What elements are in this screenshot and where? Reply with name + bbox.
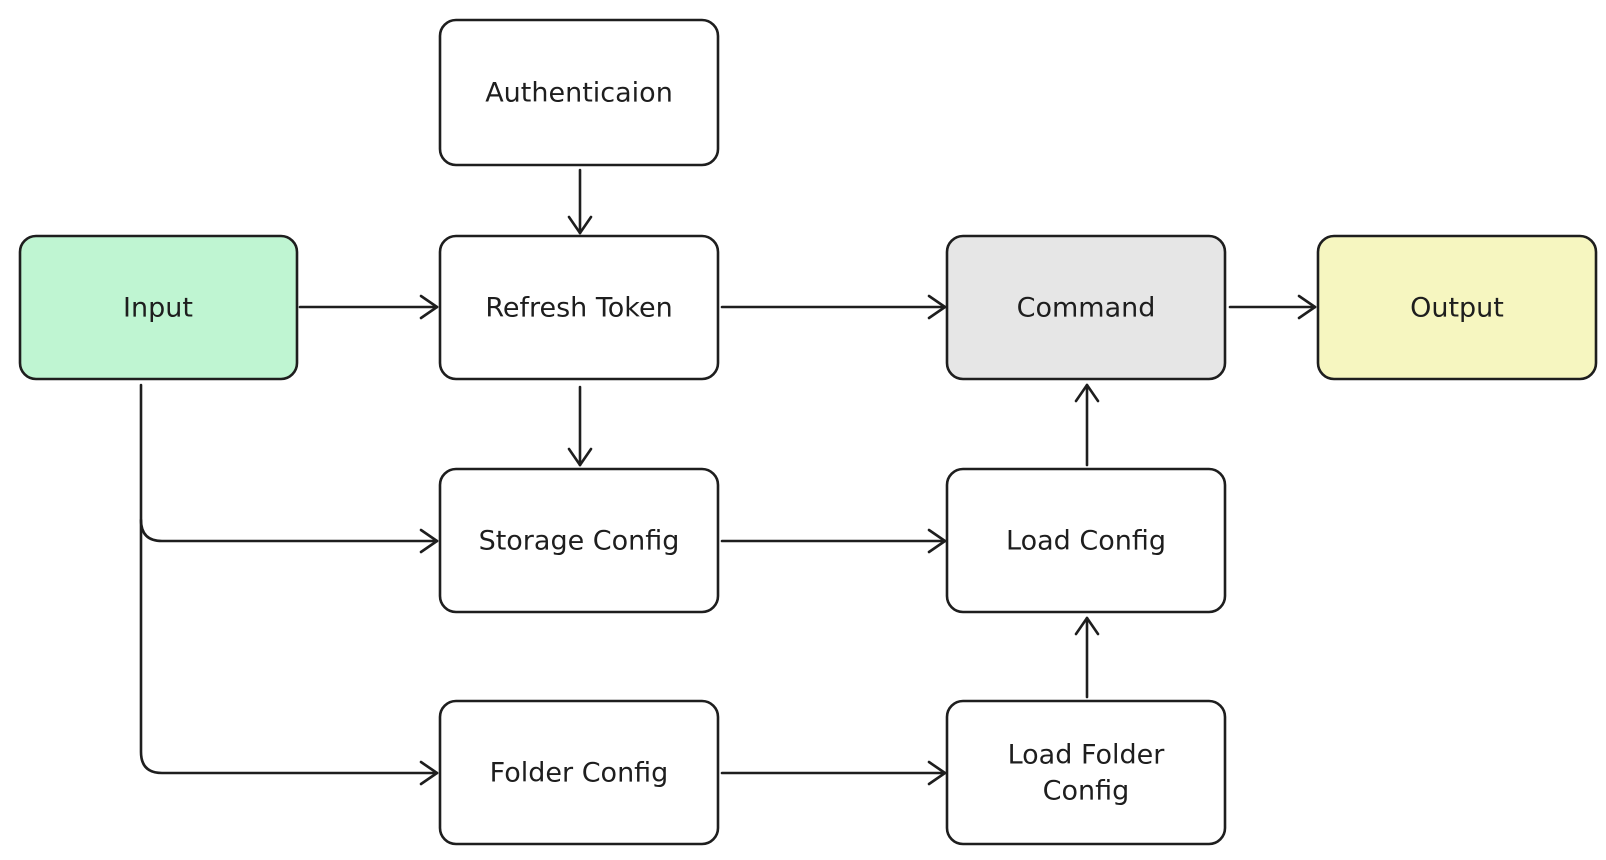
- output-box: [1316, 234, 1598, 381]
- node-refresh-token[interactable]: Refresh Token: [438, 234, 720, 381]
- load-folder-config-box: [945, 699, 1227, 846]
- load-config-box: [945, 467, 1227, 614]
- edge-input-to-refresh-token: [298, 294, 439, 320]
- storage-config-label: Storage Config: [479, 526, 680, 557]
- node-command[interactable]: Command: [945, 234, 1227, 381]
- folder-config-label: Folder Config: [490, 758, 669, 789]
- node-load-config[interactable]: Load Config: [945, 467, 1227, 614]
- edge-folder-config-to-load-folder-config: [720, 760, 947, 786]
- edge-load-config-to-command: [1074, 383, 1100, 467]
- output-label: Output: [1410, 293, 1504, 324]
- load-folder-config-label-line1: Load Folder: [1008, 740, 1166, 771]
- node-authentication[interactable]: Authenticaion: [438, 18, 720, 167]
- edge-refresh-token-to-command: [720, 294, 947, 320]
- command-label: Command: [1017, 293, 1156, 324]
- refresh-token-label: Refresh Token: [485, 293, 672, 324]
- load-config-label: Load Config: [1006, 526, 1166, 557]
- refresh-token-box: [438, 234, 720, 381]
- edge-storage-config-to-load-config: [720, 528, 947, 554]
- node-load-folder-config[interactable]: Load Folder Config: [945, 699, 1227, 846]
- storage-config-box: [438, 467, 720, 614]
- edge-refresh-token-to-storage-config: [567, 385, 593, 467]
- edge-input-to-storage-config: [139, 383, 439, 554]
- node-storage-config[interactable]: Storage Config: [438, 467, 720, 614]
- node-output[interactable]: Output: [1316, 234, 1598, 381]
- node-input[interactable]: Input: [18, 234, 299, 381]
- folder-config-box: [438, 699, 720, 846]
- edge-command-to-output: [1228, 294, 1317, 320]
- input-box: [18, 234, 299, 381]
- authentication-label: Authenticaion: [485, 78, 673, 109]
- command-box: [945, 234, 1227, 381]
- load-folder-config-label-line2: Config: [1043, 776, 1130, 807]
- node-folder-config[interactable]: Folder Config: [438, 699, 720, 846]
- edge-authentication-to-refresh-token: [567, 168, 593, 235]
- edge-load-folder-config-to-load-config: [1074, 616, 1100, 699]
- input-label: Input: [123, 293, 193, 324]
- edge-input-to-folder-config: [139, 518, 439, 786]
- edges: [139, 168, 1317, 786]
- authentication-box: [438, 18, 720, 167]
